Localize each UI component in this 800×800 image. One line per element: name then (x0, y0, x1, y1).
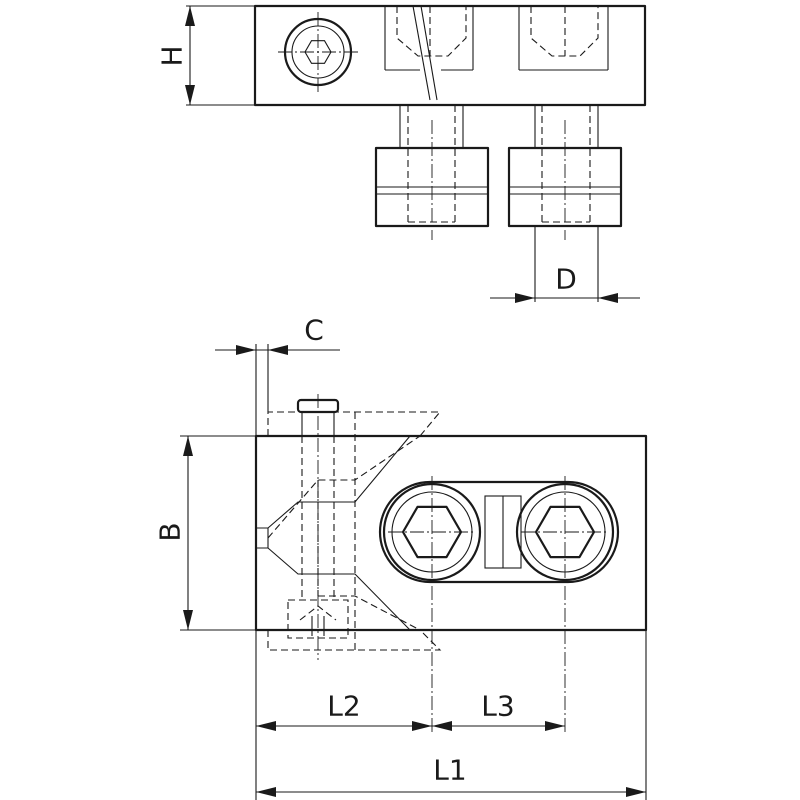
label-c: C (304, 314, 324, 347)
clamp-body (254, 434, 648, 632)
label-d: D (555, 263, 577, 296)
bottom-view: C (154, 314, 648, 800)
slot-outline (378, 480, 620, 584)
dimension-b: B (154, 435, 256, 631)
dimension-l2: L2 (256, 690, 432, 731)
top-view: H D (156, 4, 647, 303)
dimension-l3: L3 (432, 690, 565, 731)
dimension-l1: L1 (256, 754, 646, 797)
v-jaw (256, 411, 442, 651)
label-h: H (156, 45, 189, 66)
dimension-d: D (490, 226, 640, 303)
dimension-h: H (156, 5, 255, 106)
screw-slot (378, 480, 620, 584)
side-adjust-screw (287, 394, 349, 660)
side-screw-head (278, 12, 358, 92)
clamp-screw-1 (374, 5, 490, 240)
label-l1: L1 (433, 754, 466, 787)
label-b: B (154, 522, 187, 541)
dimension-c: C (215, 314, 340, 630)
top-body (253, 4, 647, 107)
label-l3: L3 (481, 690, 514, 723)
label-l2: L2 (327, 690, 360, 723)
clamp-screw-2 (507, 6, 623, 240)
